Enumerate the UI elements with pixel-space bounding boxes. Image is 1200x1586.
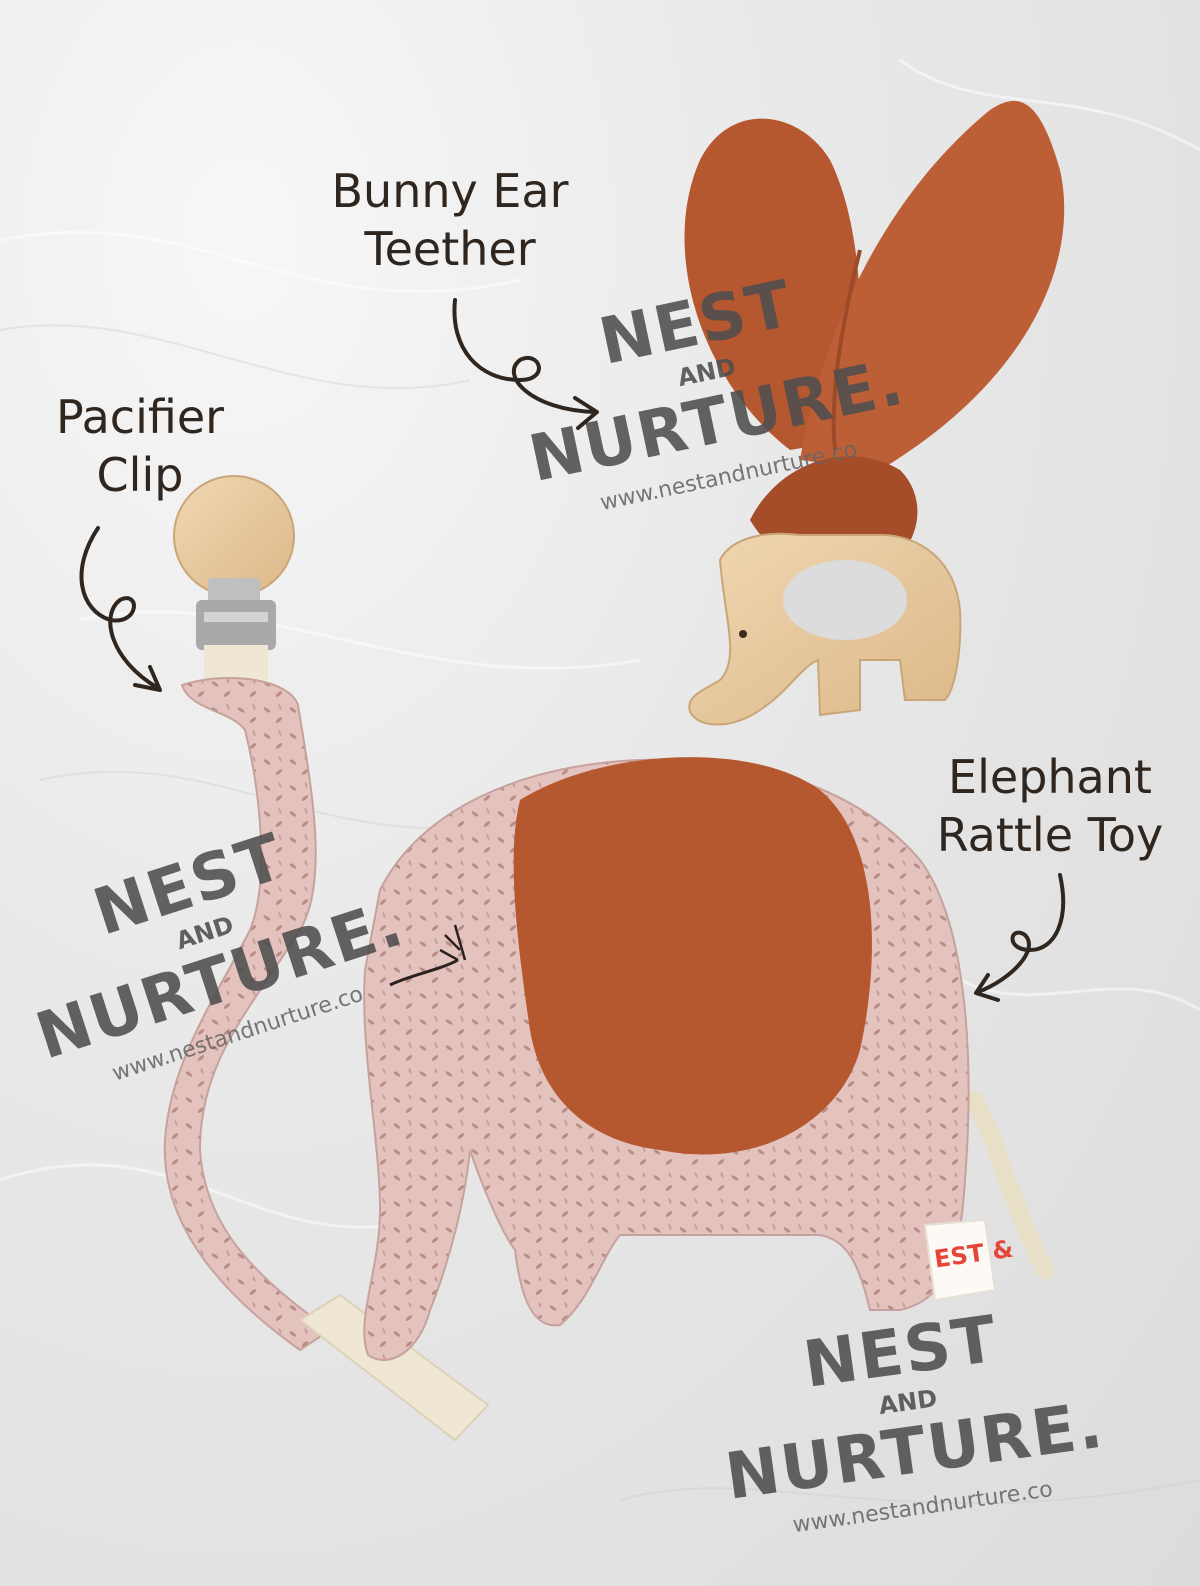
bunny-ear-teether <box>684 100 1065 726</box>
elephant-rattle-toy <box>363 757 1054 1361</box>
label-elephant-line1: Elephant <box>948 750 1152 804</box>
label-pacifier-clip: Pacifier Clip <box>40 388 240 504</box>
label-elephant-rattle-toy: Elephant Rattle Toy <box>930 748 1170 864</box>
label-elephant-line2: Rattle Toy <box>936 808 1164 862</box>
pacifier-clip <box>163 475 490 1442</box>
arrow-to-elephant <box>976 873 1066 994</box>
label-pacifier-line2: Clip <box>96 448 184 502</box>
tissue-creases <box>0 58 1200 1229</box>
label-bunny-ear-teether: Bunny Ear Teether <box>310 162 590 278</box>
arrow-to-pacifier-clip <box>79 526 160 690</box>
arrow-to-bunny-teether <box>452 298 597 414</box>
label-bunny-line1: Bunny Ear <box>331 164 569 218</box>
label-pacifier-line1: Pacifier <box>55 390 225 444</box>
label-bunny-line2: Teether <box>364 222 536 276</box>
